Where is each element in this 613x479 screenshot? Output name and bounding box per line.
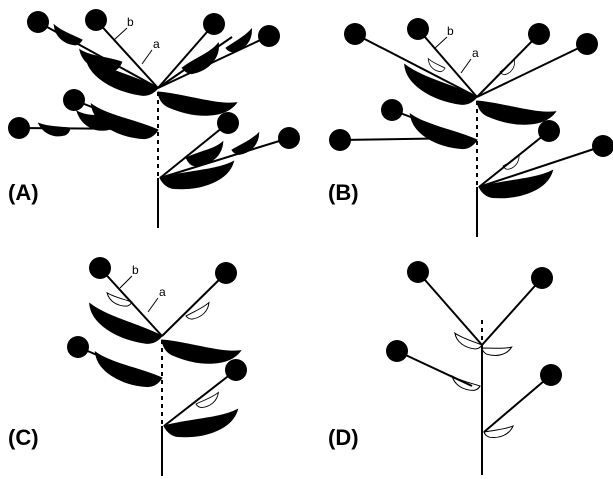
apical-meristems — [8, 9, 300, 149]
panel-b: a b (B) — [328, 18, 613, 237]
apical-meristems — [67, 257, 247, 381]
callout-a-line — [147, 297, 159, 313]
meristem — [258, 25, 280, 47]
callout-b: b — [127, 15, 134, 29]
meristem — [27, 11, 49, 33]
meristem — [528, 23, 550, 45]
branches — [77, 267, 237, 427]
meristem — [217, 112, 239, 134]
meristem — [278, 127, 300, 149]
panel-a: a b (A) — [8, 9, 300, 228]
callout-a-line — [141, 49, 153, 65]
callout-a: a — [153, 37, 160, 51]
callout-b: b — [447, 24, 454, 38]
callout-b-line — [119, 275, 133, 289]
meristem — [344, 23, 366, 45]
meristem — [386, 340, 408, 362]
meristem — [592, 135, 613, 157]
callout-a: a — [472, 46, 479, 60]
panel-d-label: (D) — [328, 425, 359, 450]
branches — [396, 271, 552, 433]
meristem — [531, 267, 553, 289]
panel-c-label: (C) — [8, 425, 39, 450]
meristem — [67, 336, 89, 358]
panel-d: (D) — [328, 261, 562, 475]
callout-b-line — [433, 36, 448, 50]
meristem — [215, 262, 237, 284]
panel-b-label: (B) — [328, 180, 359, 205]
meristem — [203, 13, 225, 35]
meristem — [225, 359, 247, 381]
meristem — [89, 257, 111, 279]
callout-b-line — [113, 27, 128, 41]
callout-a: a — [159, 285, 166, 299]
callout-a-line — [460, 58, 472, 74]
meristem — [407, 261, 429, 283]
meristem — [381, 99, 403, 121]
meristem — [329, 129, 351, 151]
meristem — [576, 33, 598, 55]
meristem — [63, 89, 85, 111]
panel-a-label: (A) — [8, 180, 39, 205]
meristem — [407, 18, 429, 40]
apical-meristems — [386, 261, 562, 386]
meristem — [540, 364, 562, 386]
meristem — [8, 117, 30, 139]
panel-c: a b (C) — [8, 257, 247, 476]
meristem — [538, 120, 560, 142]
callout-b: b — [132, 263, 139, 277]
meristem — [85, 9, 107, 31]
apical-meristems — [329, 18, 613, 157]
